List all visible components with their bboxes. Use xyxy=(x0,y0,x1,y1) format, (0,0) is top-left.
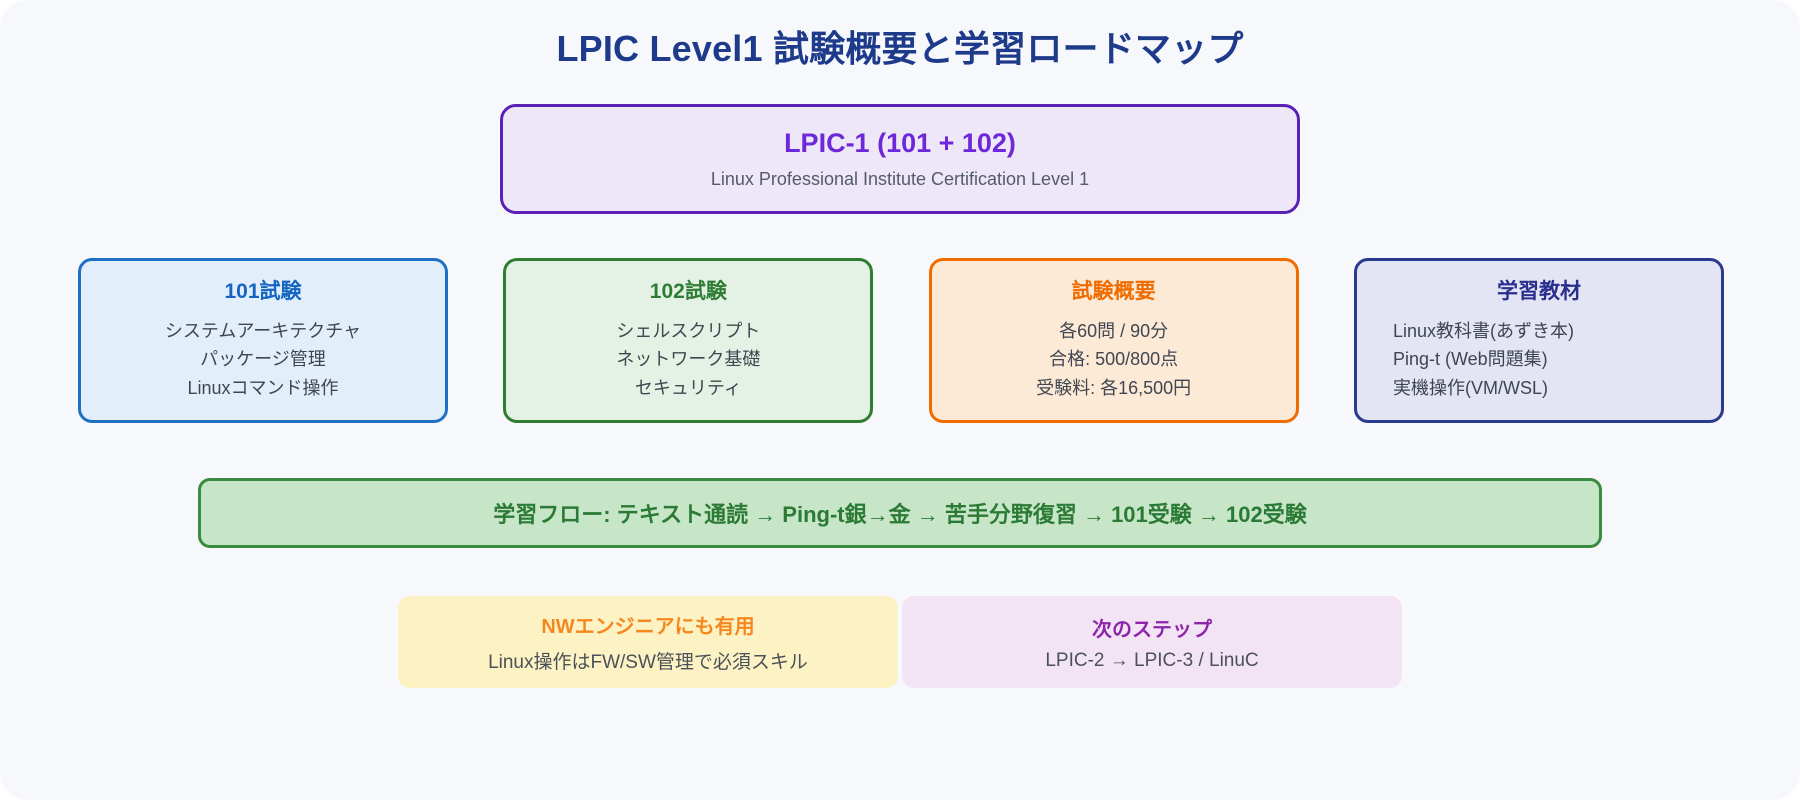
note-network-engineer-subtitle: Linux操作はFW/SW管理で必須スキル xyxy=(488,652,808,673)
card-study-materials-title: 学習教材 xyxy=(1496,280,1581,303)
note-network-engineer: NWエンジニアにも有用 Linux操作はFW/SW管理で必須スキル xyxy=(398,596,898,688)
note-next-step-title: 次のステップ xyxy=(1092,618,1212,641)
card-row: 101試験 システムアーキテクチャ パッケージ管理 Linuxコマンド操作 10… xyxy=(78,258,1724,423)
card-line: 各60問 / 90分 xyxy=(1059,321,1169,341)
card-101-exam: 101試験 システムアーキテクチャ パッケージ管理 Linuxコマンド操作 xyxy=(78,258,448,423)
note-next-step-subtitle: LPIC-2 → LPIC-3 / LinuC xyxy=(1045,649,1259,671)
card-line: Linux教科書(あずき本) xyxy=(1392,321,1575,341)
card-101-exam-body: システムアーキテクチャ パッケージ管理 Linuxコマンド操作 xyxy=(99,317,427,402)
study-flow-bar: 学習フロー: テキスト通読 → Ping-t銀→金 → 苦手分野復習 → 101… xyxy=(198,478,1602,548)
card-102-exam: 102試験 シェルスクリプト ネットワーク基礎 セキュリティ xyxy=(503,258,874,423)
card-line: 受験料: 各16,500円 xyxy=(1036,377,1192,398)
note-next-step: 次のステップ LPIC-2 → LPIC-3 / LinuC xyxy=(902,596,1402,688)
note-row: NWエンジニアにも有用 Linux操作はFW/SW管理で必須スキル 次のステップ… xyxy=(398,596,1402,688)
card-102-exam-title: 102試験 xyxy=(649,280,727,303)
card-line: 合格: 500/800点 xyxy=(1049,349,1179,370)
card-101-exam-title: 101試験 xyxy=(224,280,302,303)
lpic1-hero-subtitle: Linux Professional Institute Certificati… xyxy=(710,169,1090,189)
note-network-engineer-title: NWエンジニアにも有用 xyxy=(541,616,755,638)
card-study-materials: 学習教材 Linux教科書(あずき本) Ping-t (Web問題集) 実機操作… xyxy=(1353,258,1724,423)
card-exam-overview-body: 各60問 / 90分 合格: 500/800点 受験料: 各16,500円 xyxy=(950,317,1278,402)
card-exam-overview-title: 試験概要 xyxy=(1071,280,1156,303)
card-line: 実機操作(VM/WSL) xyxy=(1392,377,1548,398)
lpic1-hero-box: LPIC-1 (101 + 102) Linux Professional In… xyxy=(500,104,1300,214)
card-line: シェルスクリプト xyxy=(616,321,761,341)
card-study-materials-body: Linux教科書(あずき本) Ping-t (Web問題集) 実機操作(VM/W… xyxy=(1375,317,1703,402)
card-line: システムアーキテクチャ xyxy=(164,321,362,341)
card-line: Linuxコマンド操作 xyxy=(187,377,339,398)
card-line: Ping-t (Web問題集) xyxy=(1392,349,1548,370)
card-102-exam-body: シェルスクリプト ネットワーク基礎 セキュリティ xyxy=(524,317,852,402)
lpic1-hero-title: LPIC-1 (101 + 102) xyxy=(784,128,1016,158)
card-line: セキュリティ xyxy=(634,377,742,398)
card-line: ネットワーク基礎 xyxy=(616,349,761,370)
card-line: パッケージ管理 xyxy=(200,349,326,370)
page-title: LPIC Level1 試験概要と学習ロードマップ xyxy=(556,28,1244,69)
study-flow-text: 学習フロー: テキスト通読 → Ping-t銀→金 → 苦手分野復習 → 101… xyxy=(493,502,1307,527)
card-exam-overview: 試験概要 各60問 / 90分 合格: 500/800点 受験料: 各16,50… xyxy=(928,258,1299,423)
